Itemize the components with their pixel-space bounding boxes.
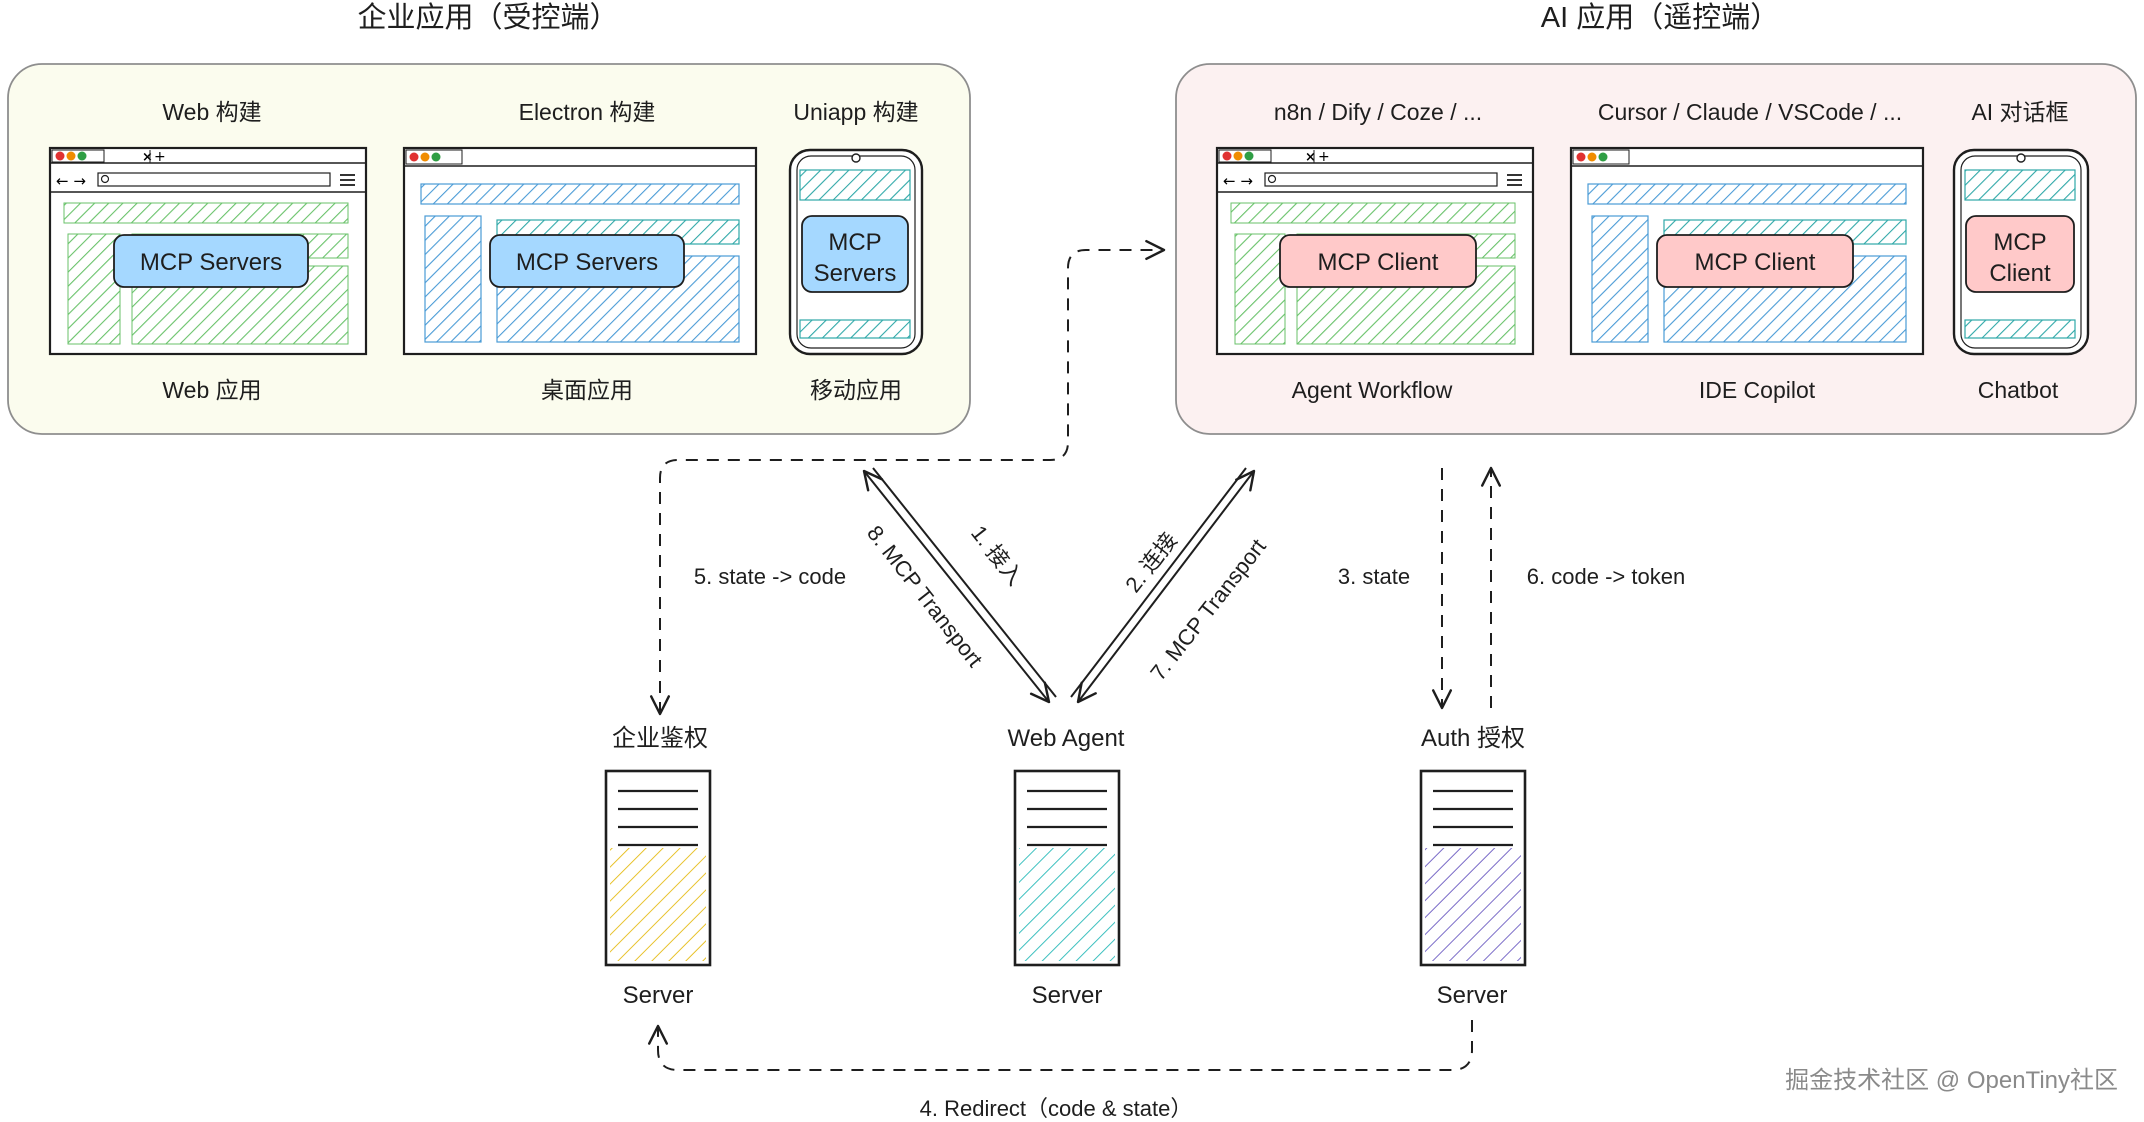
step4-label: 4. Redirect（code & state） (920, 1096, 1193, 1121)
enterprise-section-title: 企业应用（受控端） (357, 1, 618, 34)
server-rack-lines-icon (618, 789, 698, 847)
ide-window-mockup: MCP Client (1569, 146, 1925, 356)
workflow-tools-label: n8n / Dify / Coze / ... (1274, 99, 1482, 125)
mobile-mcp-servers-chip-line1: MCP (828, 229, 881, 256)
step3-label: 3. state (1338, 564, 1410, 589)
phone-camera-icon (851, 153, 861, 163)
arrow-step4-dashed (647, 1020, 1473, 1071)
ai-dialog-label: AI 对话框 (1971, 99, 2068, 125)
arrow-step1-step8 (862, 469, 1051, 704)
chatbot-phone-mockup: MCP Client (1952, 148, 2090, 356)
desktop-app-label: 桌面应用 (541, 377, 633, 403)
nav-arrows-icon: ← → (1223, 172, 1253, 190)
workflow-mcp-client-chip: MCP Client (1318, 249, 1439, 276)
window-close-dot-icon (409, 152, 419, 162)
tab-close-icon: × (1305, 150, 1316, 165)
workflow-browser-mockup: × + ← → MCP Client (1215, 146, 1535, 356)
web-browser-mockup: × + ← → MCP Servers (48, 146, 368, 356)
server-name-label: Auth 授权 (1421, 725, 1525, 752)
arrow-step5-dashed (649, 239, 1166, 716)
server-rack-lines-icon (1027, 789, 1107, 847)
chatbot-label: Chatbot (1978, 377, 2059, 403)
ide-copilot-label: IDE Copilot (1699, 377, 1816, 403)
nav-arrows-icon: ← → (56, 172, 86, 190)
agent-workflow-label: Agent Workflow (1292, 377, 1453, 403)
menu-icon (1507, 174, 1522, 186)
mobile-app-label: 移动应用 (810, 377, 902, 403)
window-close-dot-icon (55, 151, 65, 161)
new-tab-icon: + (1318, 149, 1330, 165)
window-max-dot-icon (77, 151, 87, 161)
electron-window-mockup: MCP Servers (402, 146, 758, 356)
electron-build-label: Electron 构建 (519, 99, 656, 125)
server-footer-label: Server (623, 982, 694, 1009)
web-mcp-servers-chip: MCP Servers (140, 249, 282, 276)
server-name-label: 企业鉴权 (612, 725, 708, 752)
step6-label: 6. code -> token (1527, 564, 1685, 589)
step1-label: 1. 接入 (966, 521, 1028, 590)
ide-tools-label: Cursor / Claude / VSCode / ... (1598, 99, 1902, 125)
server-footer-label: Server (1032, 982, 1103, 1009)
menu-icon (340, 174, 355, 186)
new-tab-icon: + (154, 149, 166, 165)
watermark: 掘金技术社区 @ OpenTiny社区 (1785, 1067, 2118, 1094)
window-min-dot-icon (66, 151, 76, 161)
web-app-label: Web 应用 (162, 377, 261, 403)
chatbot-mcp-client-chip-line2: Client (1989, 260, 2051, 287)
tab-close-icon: × (142, 150, 153, 165)
enterprise-panel: Web 构建 Electron 构建 Uniapp 构建 Web 应用 桌面应用… (7, 63, 971, 435)
server-enterprise-auth: 企业鉴权 Server (604, 725, 712, 1009)
phone-camera-icon (2016, 153, 2026, 163)
search-icon (1267, 174, 1277, 184)
ai-section-title: AI 应用（遥控端） (1541, 1, 1779, 34)
window-max-dot-icon (1244, 151, 1254, 161)
ide-mcp-client-chip: MCP Client (1695, 249, 1816, 276)
mobile-phone-mockup: MCP Servers (788, 148, 924, 356)
web-build-label: Web 构建 (162, 99, 261, 125)
server-auth: Auth 授权 Server (1419, 725, 1527, 1009)
window-min-dot-icon (420, 152, 430, 162)
window-close-dot-icon (1222, 151, 1232, 161)
chatbot-mcp-client-chip-line1: MCP (1993, 229, 2046, 256)
server-rack-lines-icon (1433, 789, 1513, 847)
server-web-agent: Web Agent Server (1008, 725, 1125, 1009)
window-max-dot-icon (431, 152, 441, 162)
address-bar (97, 172, 331, 187)
server-footer-label: Server (1437, 982, 1508, 1009)
step5-label: 5. state -> code (694, 564, 846, 589)
window-min-dot-icon (1587, 152, 1597, 162)
window-max-dot-icon (1598, 152, 1608, 162)
step8-label: 8. MCP Transport (862, 521, 988, 672)
window-close-dot-icon (1576, 152, 1586, 162)
window-min-dot-icon (1233, 151, 1243, 161)
ai-panel: n8n / Dify / Coze / ... Cursor / Claude … (1175, 63, 2137, 435)
search-icon (100, 174, 110, 184)
address-bar (1264, 172, 1498, 187)
mobile-mcp-servers-chip-line2: Servers (814, 260, 897, 287)
desktop-mcp-servers-chip: MCP Servers (516, 249, 658, 276)
uniapp-build-label: Uniapp 构建 (793, 99, 918, 125)
server-name-label: Web Agent (1008, 725, 1125, 752)
